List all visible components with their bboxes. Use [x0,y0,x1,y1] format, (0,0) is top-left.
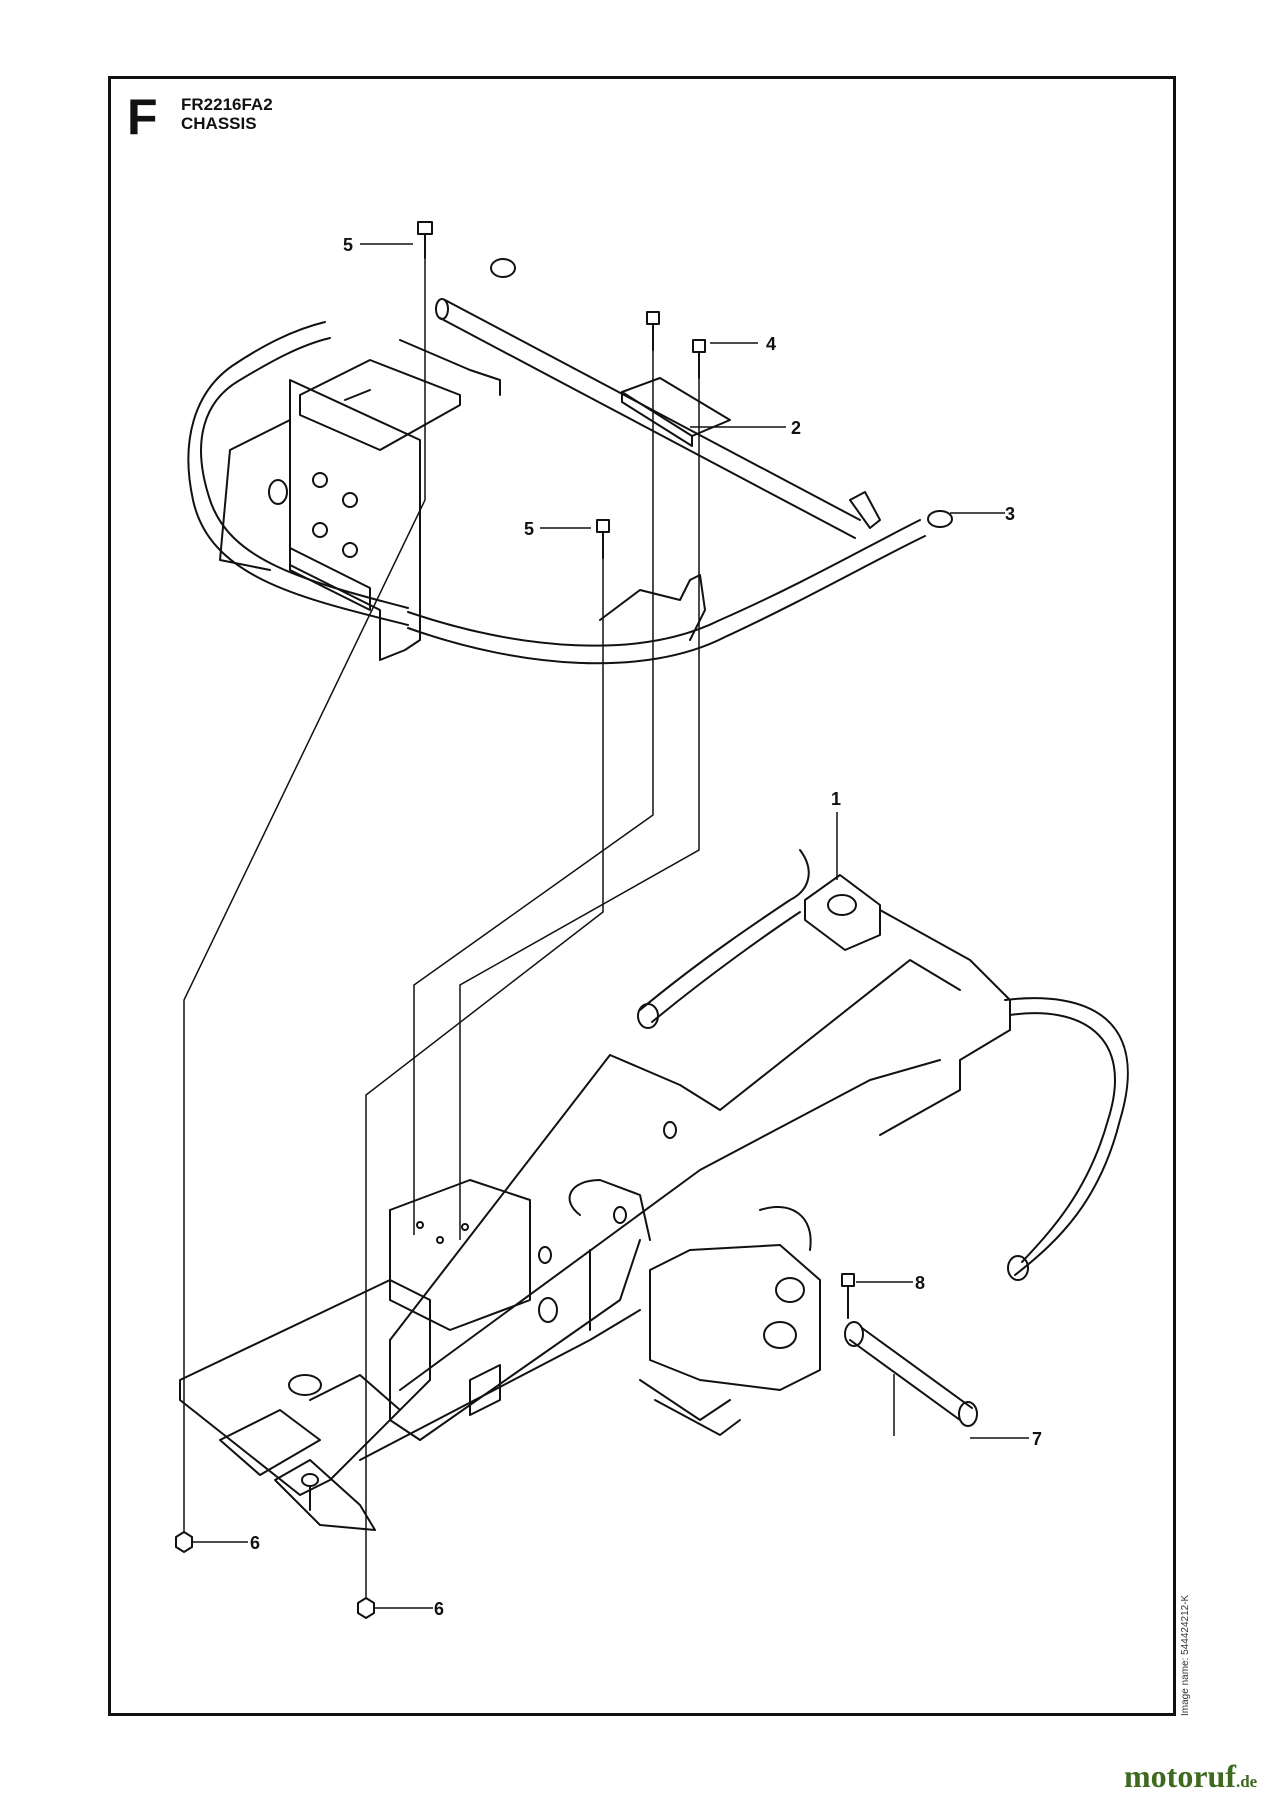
section-letter: F [127,89,158,145]
callout-5-upper: 5 [343,235,353,255]
model-number: FR2216FA2 [181,95,273,114]
callout-8: 8 [915,1273,925,1293]
page-title: CHASSIS [181,114,257,133]
callout-4: 4 [766,334,776,354]
callout-1: 1 [831,789,841,809]
watermark-suffix: .de [1235,1772,1258,1791]
callout-6-right: 6 [434,1599,444,1619]
main-frame-assembly [175,849,1129,1619]
callouts: 5 4 2 3 5 1 8 7 6 6 [250,235,1042,1619]
image-name-label: Image name: 544424212-K [1180,1594,1191,1716]
callout-2: 2 [791,418,801,438]
callout-3: 3 [1005,504,1015,524]
watermark-brand: motoruf [1124,1758,1236,1794]
callout-6-left: 6 [250,1533,260,1553]
leader-lines [183,243,1029,1609]
callout-7: 7 [1032,1429,1042,1449]
watermark-logo: motoruf.de [1124,1758,1257,1795]
drawing-frame [108,76,1176,1716]
handle-bar-assembly [187,221,953,665]
callout-5-lower: 5 [524,519,534,539]
